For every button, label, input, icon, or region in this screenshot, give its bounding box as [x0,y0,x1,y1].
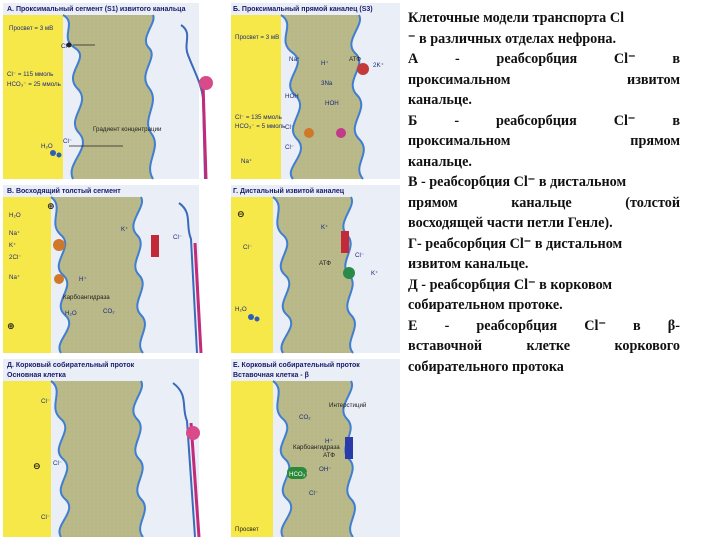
cl-label-d1: Cl⁻ [41,398,50,405]
cl-label-d3: Cl⁻ [41,514,50,521]
panel-d-subtitle: Основная клетка [7,372,66,379]
hoh-label-1: НОН [285,93,299,100]
plus-sign-2: ⊕ [7,322,15,332]
panel-a: А. Проксимальный сегмент (S1) извитого к… [3,3,213,180]
cl-label-b1: Cl⁻ [285,124,294,131]
panel-e-title: Е. Корковый собирательный проток [233,361,360,369]
co2-label-v: CO₂ [103,308,115,315]
hco3-concentration-label: HCO₃⁻ = 25 ммоль [7,81,61,88]
caption-line: проксимальном прямом [408,133,680,149]
k-label-right: K⁺ [121,226,128,233]
caption-line: Б - реабсорбция Cl⁻ в [408,112,680,129]
gradient-label: Градиент концентрации [93,126,162,133]
water-label-g: H₂O [235,306,247,313]
panel-v: В. Восходящий толстый сегмент ⊕ H₂O Na⁺ … [3,185,203,354]
caption-line: В - реабсорбция Cl⁻ в дистальном [408,174,627,190]
caption-line: собирательного протока [408,358,564,375]
caption-title-line-1: Клеточные модели транспорта Cl [408,10,625,26]
water-label-v2: H₂O [65,310,77,317]
caption-text: Клеточные модели транспорта Cl ⁻ в разли… [408,8,680,377]
cl-label-g2: Cl⁻ [355,252,364,259]
atf-label-e: АТФ [323,452,335,459]
lumen-label-e: Просвет [235,526,259,533]
caption-title-line-2: ⁻ в различных отделах нефрона. [408,30,617,47]
two-k-label: 2K⁺ [373,62,384,69]
panel-d-title: Д. Корковый собирательный проток [7,361,135,369]
h-label-e: H⁺ [325,438,333,445]
caption-line: канальце. [408,153,472,170]
caption-items: А - реабсорбция Cl⁻ в проксимальном извит… [408,49,680,377]
cl-label-g: Cl⁻ [243,244,252,251]
interstitium-label: Интерстиций [329,402,367,409]
h-label-v: H⁺ [79,276,87,283]
lumen-voltage-label-b: Просвет = 3 мВ [235,34,279,41]
cl-label-d2: Cl⁻ [53,460,62,467]
plus-sign: ⊕ [47,202,55,212]
caption-line: прямом канальце (толстой [408,194,680,211]
caption-line: Г- реабсорбция Cl⁻ в дистальном [408,235,623,252]
cl-label-bottom: Cl⁻ [63,138,72,145]
caption-line: канальце. [408,92,472,108]
panel-g: Г. Дистальный извитой каналец ⊖ K⁺ Cl⁻ А… [231,185,400,354]
water-label: H₂O [41,143,53,150]
cl-label-right: Cl⁻ [173,234,182,241]
h-label: H⁺ [321,60,329,67]
two-cl-label-v: 2Cl⁻ [9,254,22,261]
k-label-v: K⁺ [9,242,16,249]
panel-e-subtitle: Вставочная клетка - β [233,372,310,379]
cl-concentration-label-b: Cl⁻ = 135 ммоль [235,114,282,121]
panel-b: Б. Проксимальный прямой каналец (S3) Про… [231,3,400,180]
atf-label: АТФ [349,56,361,63]
three-na-label: 3Na [321,80,333,87]
panel-b-title: Б. Проксимальный прямой каналец (S3) [233,5,373,13]
caption-line: извитом канальце. [408,256,529,272]
k-label-g2: K⁺ [371,270,378,277]
anhydrase-label-v: Карбоангидраза [63,294,110,301]
caption-line: собирательном протоке. [408,297,563,313]
panel-a-title: А. Проксимальный сегмент (S1) извитого к… [7,5,186,13]
cl-concentration-label: Cl⁻ = 115 ммоль [7,71,53,78]
atf-label-g: АТФ [319,260,331,267]
cell-body [63,15,155,179]
cl-label-b2: Cl⁻ [285,144,294,151]
co2-label-e: CO₂ [299,414,311,421]
panel-v-title: В. Восходящий толстый сегмент [7,187,121,195]
na-label-bottom: Na⁺ [241,158,252,165]
hco3-label-e: HCO₃⁻ [289,471,309,478]
cl-label-e: Cl⁻ [309,490,318,497]
minus-sign-d: ⊖ [33,462,41,472]
caption-line: восходящей части петли Генле). [408,215,613,231]
caption-line: проксимальном извитом [408,71,680,88]
panel-e: Е. Корковый собирательный проток Вставоч… [231,359,400,538]
na-label: Na⁺ [289,56,300,63]
nephron-chloride-transport-figure: А. Проксимальный сегмент (S1) извитого к… [3,3,400,538]
water-label-v: H₂O [9,212,21,219]
hoh-label-2: НОН [325,100,339,107]
caption-line: А - реабсорбция Cl⁻ в [408,51,680,67]
caption-line: Д - реабсорбция Cl⁻ в корковом [408,276,613,293]
minus-sign-g: ⊖ [237,210,245,220]
anhydrase-label-e: Карбоангидраза [293,444,340,451]
oh-label-e: OH⁻ [319,466,332,473]
cl-label-top: Cl⁻ [61,43,70,50]
hco3-concentration-label-b: HCO₃⁻ = 5 ммоль [235,123,285,130]
panel-g-title: Г. Дистальный извитой каналец [233,187,345,195]
caption-line: вставочной клетке коркового [408,338,680,354]
lumen-voltage-label: Просвет = 3 мВ [9,25,53,32]
caption-line: Е - реабсорбция Cl⁻ в β- [408,317,680,334]
na-label-v1: Na⁺ [9,230,20,237]
k-label-g: K⁺ [321,224,328,231]
panel-d: Д. Корковый собирательный проток Основна… [3,359,201,538]
na-label-v2: Na⁺ [9,274,20,281]
